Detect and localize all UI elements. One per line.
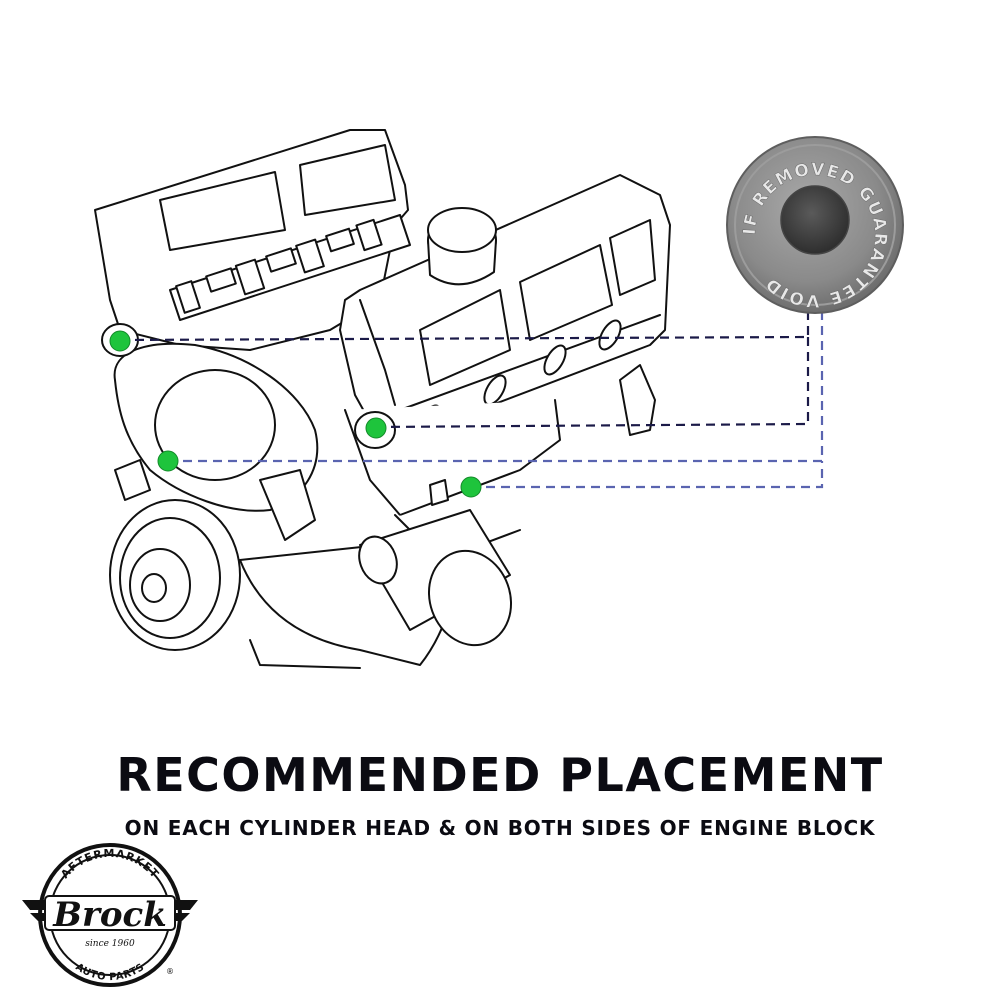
logo-wordmark: Brock — [52, 895, 167, 935]
engine-outline-drawing — [94, 129, 671, 669]
page-subtitle: ON EACH CYLINDER HEAD & ON BOTH SIDES OF… — [124, 816, 876, 840]
page-title: RECOMMENDED PLACEMENT — [116, 748, 884, 802]
logo-since-text: since 1960 — [85, 939, 135, 949]
left-head-leader — [119, 306, 810, 342]
right-head-marker — [365, 417, 387, 439]
freeze-plug-image: IF REMOVED GUARANTEE VOID — [726, 136, 904, 314]
brock-logo: AFTERMARKET Brock since 1960 AUTO PARTS … — [22, 843, 198, 987]
logo-registered-mark: ® — [166, 967, 174, 976]
right-block-marker — [460, 476, 482, 498]
right-block-leader — [471, 461, 824, 489]
placement-markers — [109, 330, 482, 498]
left-block-marker — [157, 450, 179, 472]
leader-lines — [119, 306, 824, 489]
left-head-marker — [109, 330, 131, 352]
